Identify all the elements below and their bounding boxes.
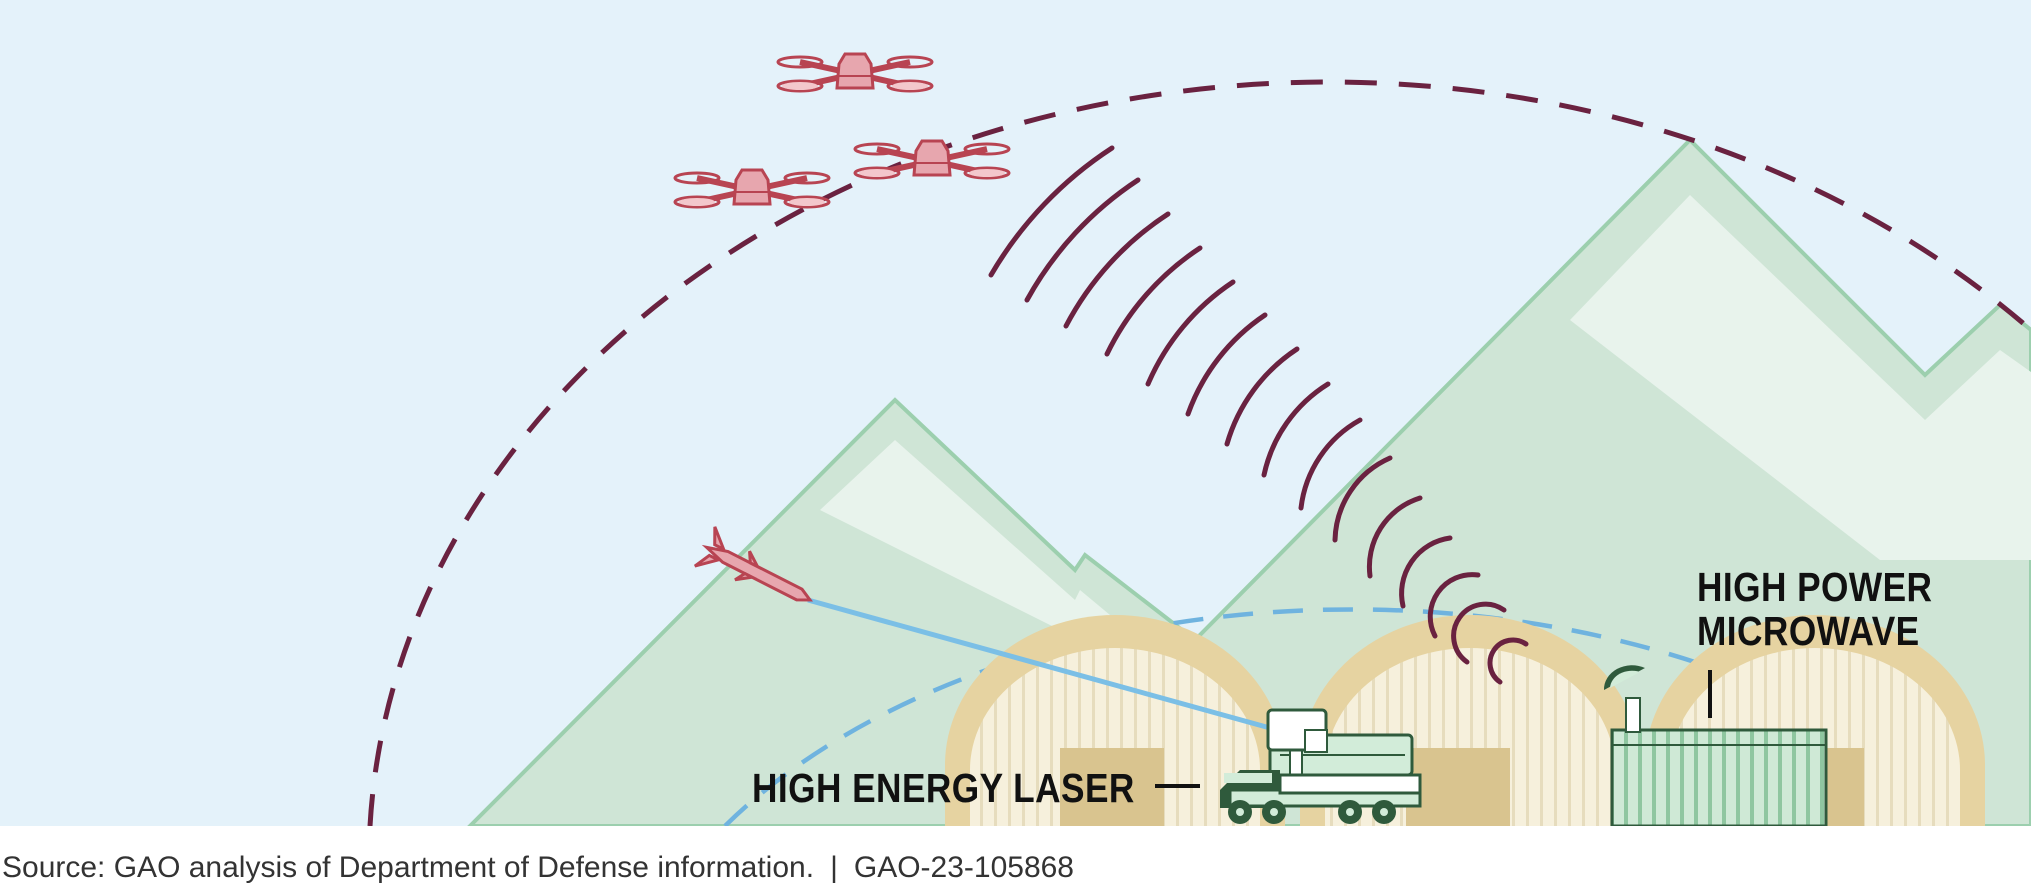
source-footer: Source: GAO analysis of Department of De…	[2, 851, 1074, 885]
footer-separator: |	[830, 851, 838, 884]
hpm-range-outer-arc	[367, 79, 2031, 826]
microwave-waves	[988, 145, 1529, 685]
microwave-dish-icon	[1603, 665, 1645, 733]
counter-drone-illustration	[0, 0, 2031, 826]
high-energy-laser-label: HIGH ENERGY LASER	[752, 765, 1135, 811]
hel-range-inner-arc	[723, 607, 1746, 826]
source-text: Source: GAO analysis of Department of De…	[2, 851, 815, 884]
high-power-microwave-label-line1: HIGH POWER	[1697, 564, 1933, 610]
missile-icon	[693, 526, 813, 602]
high-power-microwave-label-line2: MICROWAVE	[1697, 608, 1920, 654]
laser-truck-icon	[1220, 708, 1422, 824]
report-id: GAO-23-105868	[853, 851, 1074, 884]
high-power-microwave-label: HIGH POWER MICROWAVE	[1697, 565, 1932, 653]
microwave-container-icon	[1610, 728, 1828, 826]
laser-beam	[807, 597, 1271, 731]
